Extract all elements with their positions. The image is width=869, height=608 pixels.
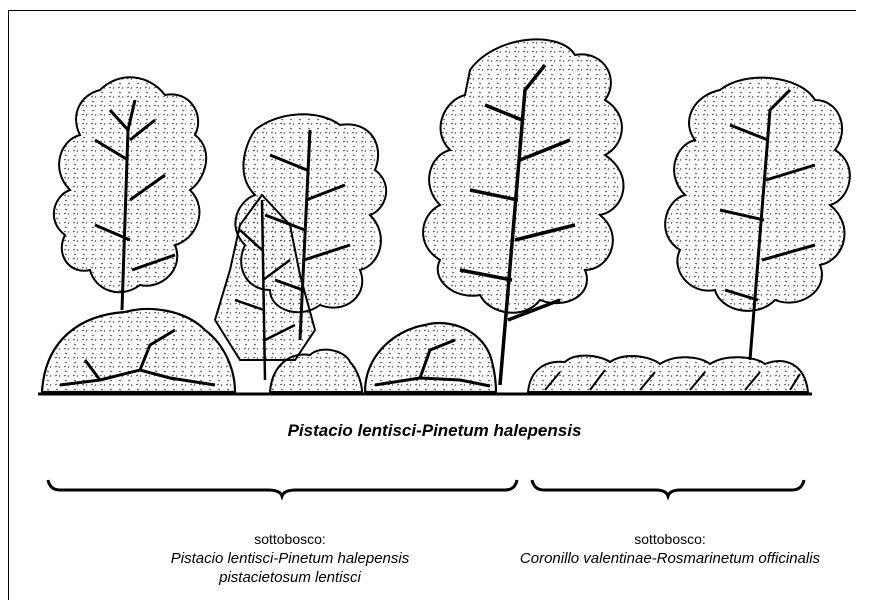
caption-right: sottobosco: Coronillo valentinae-Rosmari…	[480, 530, 860, 568]
caption-left-name-2: pistacietosum lentisci	[110, 568, 470, 587]
brace-left	[48, 480, 517, 496]
tree-1	[54, 77, 206, 310]
brace-right	[532, 480, 804, 496]
bush-middle	[365, 323, 496, 392]
caption-left-label: sottobosco:	[110, 530, 470, 549]
low-shrubs-right	[528, 356, 808, 392]
caption-right-name-1: Coronillo valentinae-Rosmarinetum offici…	[480, 549, 860, 568]
bush-left	[42, 309, 235, 392]
tree-4	[665, 78, 850, 360]
caption-right-label: sottobosco:	[480, 530, 860, 549]
association-title: Pistacio lentisci-Pinetum halepensis	[0, 421, 869, 441]
caption-left-name-1: Pistacio lentisci-Pinetum halepensis	[110, 549, 470, 568]
caption-left: sottobosco: Pistacio lentisci-Pinetum ha…	[110, 530, 470, 587]
